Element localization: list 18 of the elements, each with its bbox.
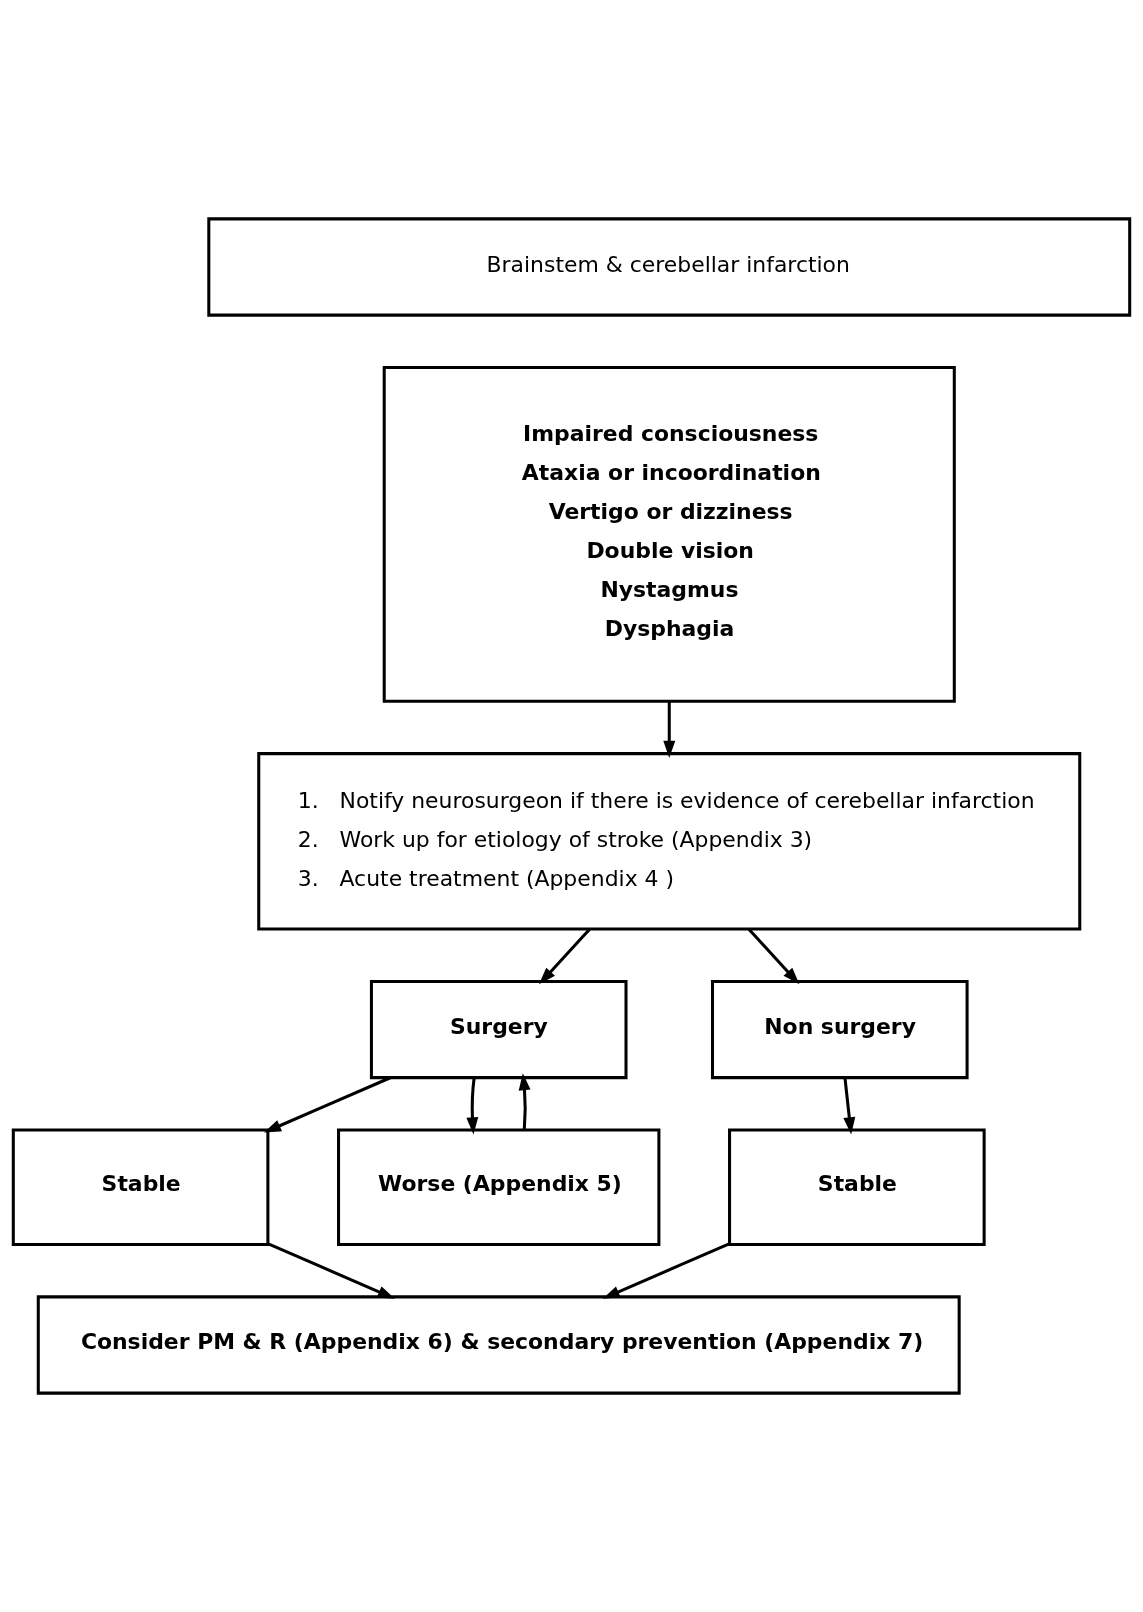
node-box: Non surgery xyxy=(710,979,969,1080)
arrow xyxy=(267,1242,395,1299)
node-box: Stable xyxy=(728,1128,986,1247)
node-box: Impaired consciousness Ataxia or incoordination Vertigo or dizziness Double vision Nystagmus Dysphagia xyxy=(382,365,956,703)
node-box: Brainstem & cerebellar infarction xyxy=(207,217,1132,317)
arrow xyxy=(602,1242,730,1299)
arrow xyxy=(843,1077,856,1135)
node-box: Surgery xyxy=(369,979,628,1080)
node-box: 1. Notify neurosurgeon if there is evidence of cerebellar infarction 2. Work up for etiology of stroke (Appendix 3) 3. Acute treatment (Appendix 4 ) xyxy=(257,752,1082,931)
arrow xyxy=(466,1077,479,1135)
arrow xyxy=(663,701,676,758)
arrow xyxy=(747,928,800,985)
arrow xyxy=(539,928,591,985)
node-box: Worse (Appendix 5) xyxy=(337,1128,661,1247)
node-box: Stable xyxy=(11,1128,270,1247)
arrow xyxy=(518,1073,531,1130)
arrow xyxy=(263,1076,391,1133)
node-box: Consider PM & R (Appendix 6) & secondary prevention (Appendix 7) xyxy=(36,1295,961,1395)
